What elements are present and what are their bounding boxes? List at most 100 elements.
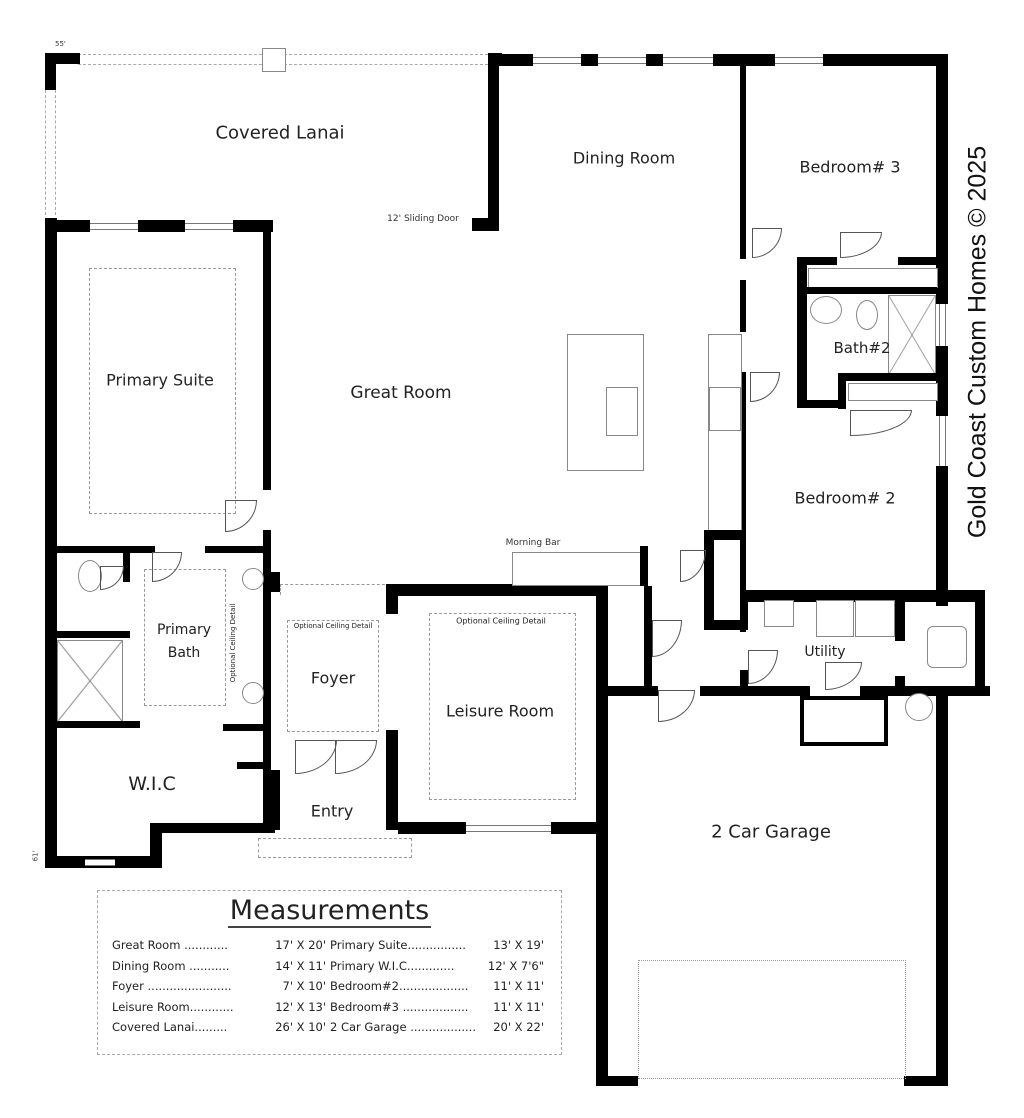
wall bbox=[150, 823, 275, 833]
wall bbox=[838, 373, 938, 381]
wall bbox=[386, 584, 606, 596]
wall bbox=[740, 670, 748, 695]
measurements-title: Measurements bbox=[227, 895, 432, 928]
wall bbox=[895, 596, 905, 641]
window bbox=[466, 825, 551, 832]
label-bedroom-2: Bedroom# 2 bbox=[794, 488, 896, 508]
primary-suite-ceiling bbox=[89, 268, 236, 514]
window bbox=[90, 223, 138, 230]
shower bbox=[888, 295, 936, 375]
wall bbox=[223, 724, 268, 731]
measurement-row: Covered Lanai.........26' X 10' bbox=[112, 1020, 326, 1034]
door bbox=[225, 500, 257, 532]
wall bbox=[268, 770, 280, 830]
label-dining-room: Dining Room bbox=[572, 148, 676, 168]
toilet bbox=[78, 560, 102, 592]
wall bbox=[904, 1076, 948, 1086]
dryer bbox=[855, 600, 895, 637]
cooktop bbox=[709, 387, 741, 431]
primary-bath-ceiling bbox=[144, 569, 226, 706]
wall bbox=[797, 257, 837, 265]
island-sink bbox=[606, 387, 638, 436]
wall bbox=[797, 287, 937, 294]
kitchen-counter bbox=[708, 334, 742, 531]
shower bbox=[57, 640, 123, 722]
window bbox=[533, 57, 581, 64]
window bbox=[185, 223, 233, 230]
measurements-right-column: Primary Suite................13' X 19' P… bbox=[330, 935, 544, 1038]
measurement-row: Bedroom#3 ..................11' X 11' bbox=[330, 999, 544, 1014]
wall bbox=[646, 54, 663, 66]
wall bbox=[45, 721, 140, 728]
wall bbox=[838, 373, 846, 409]
label-garage: 2 Car Garage bbox=[711, 821, 831, 843]
leisure-ceiling bbox=[429, 613, 576, 800]
dimension-tag-top: 55' bbox=[55, 40, 66, 48]
label-bath-2: Bath#2 bbox=[833, 339, 891, 357]
wall bbox=[138, 220, 185, 232]
wall bbox=[123, 550, 130, 582]
wall bbox=[898, 257, 938, 265]
ac-unit bbox=[927, 626, 967, 668]
wall bbox=[797, 257, 807, 407]
window bbox=[939, 416, 946, 466]
wall bbox=[45, 218, 57, 868]
closet-shelf bbox=[808, 268, 938, 288]
lanai-corner-top bbox=[45, 53, 80, 64]
lanai-beam-left bbox=[45, 90, 56, 215]
wall bbox=[936, 54, 948, 304]
dimension-tag-bottom: 61' bbox=[31, 850, 40, 862]
door bbox=[750, 372, 780, 402]
door bbox=[295, 740, 337, 774]
wall bbox=[740, 54, 746, 259]
wall bbox=[386, 730, 398, 830]
wall bbox=[797, 400, 845, 408]
wall bbox=[488, 53, 499, 231]
wall bbox=[205, 546, 265, 553]
garage-door bbox=[638, 960, 906, 1079]
wall bbox=[472, 218, 499, 231]
morning-bar bbox=[512, 552, 644, 586]
wall bbox=[704, 620, 746, 630]
wall bbox=[263, 530, 271, 830]
measurement-row: 2 Car Garage ..................20' X 22' bbox=[330, 1020, 544, 1034]
wall bbox=[596, 1076, 638, 1086]
wall bbox=[150, 823, 162, 868]
measurement-row: Foyer .......................7' X 10' bbox=[112, 979, 326, 993]
label-optional-ceiling-vertical: Optional Ceiling Detail bbox=[229, 603, 237, 683]
window bbox=[663, 57, 713, 64]
door bbox=[850, 410, 912, 436]
window bbox=[85, 859, 115, 866]
measurement-row: Great Room ............17' X 20' bbox=[112, 938, 326, 952]
label-bedroom-3: Bedroom# 3 bbox=[799, 157, 901, 177]
wall bbox=[581, 54, 598, 66]
toilet bbox=[856, 300, 878, 330]
wall bbox=[704, 530, 746, 540]
wall bbox=[45, 220, 90, 232]
sink bbox=[242, 682, 264, 704]
wall bbox=[45, 546, 155, 553]
utility-sink bbox=[764, 600, 794, 627]
measurements-table: Measurements Great Room ............17' … bbox=[97, 890, 562, 1055]
door bbox=[652, 620, 682, 657]
wall bbox=[823, 54, 948, 66]
wall bbox=[704, 530, 714, 630]
measurement-row: Dining Room ...........14' X 11' bbox=[112, 958, 326, 973]
label-great-room: Great Room bbox=[350, 383, 452, 403]
wall bbox=[936, 686, 948, 1086]
wall bbox=[596, 686, 658, 696]
wall bbox=[860, 686, 990, 696]
lanai-post bbox=[262, 48, 286, 72]
wall bbox=[740, 372, 746, 632]
wall bbox=[488, 54, 533, 66]
measurement-row: Primary W.I.C.............12' X 7'6" bbox=[330, 958, 544, 973]
wall bbox=[975, 596, 985, 696]
label-foyer: Foyer bbox=[310, 668, 356, 688]
wall bbox=[237, 762, 270, 769]
wall bbox=[740, 590, 985, 602]
door bbox=[335, 740, 377, 774]
label-utility: Utility bbox=[804, 644, 846, 660]
washer bbox=[816, 600, 854, 637]
wall bbox=[936, 466, 948, 606]
